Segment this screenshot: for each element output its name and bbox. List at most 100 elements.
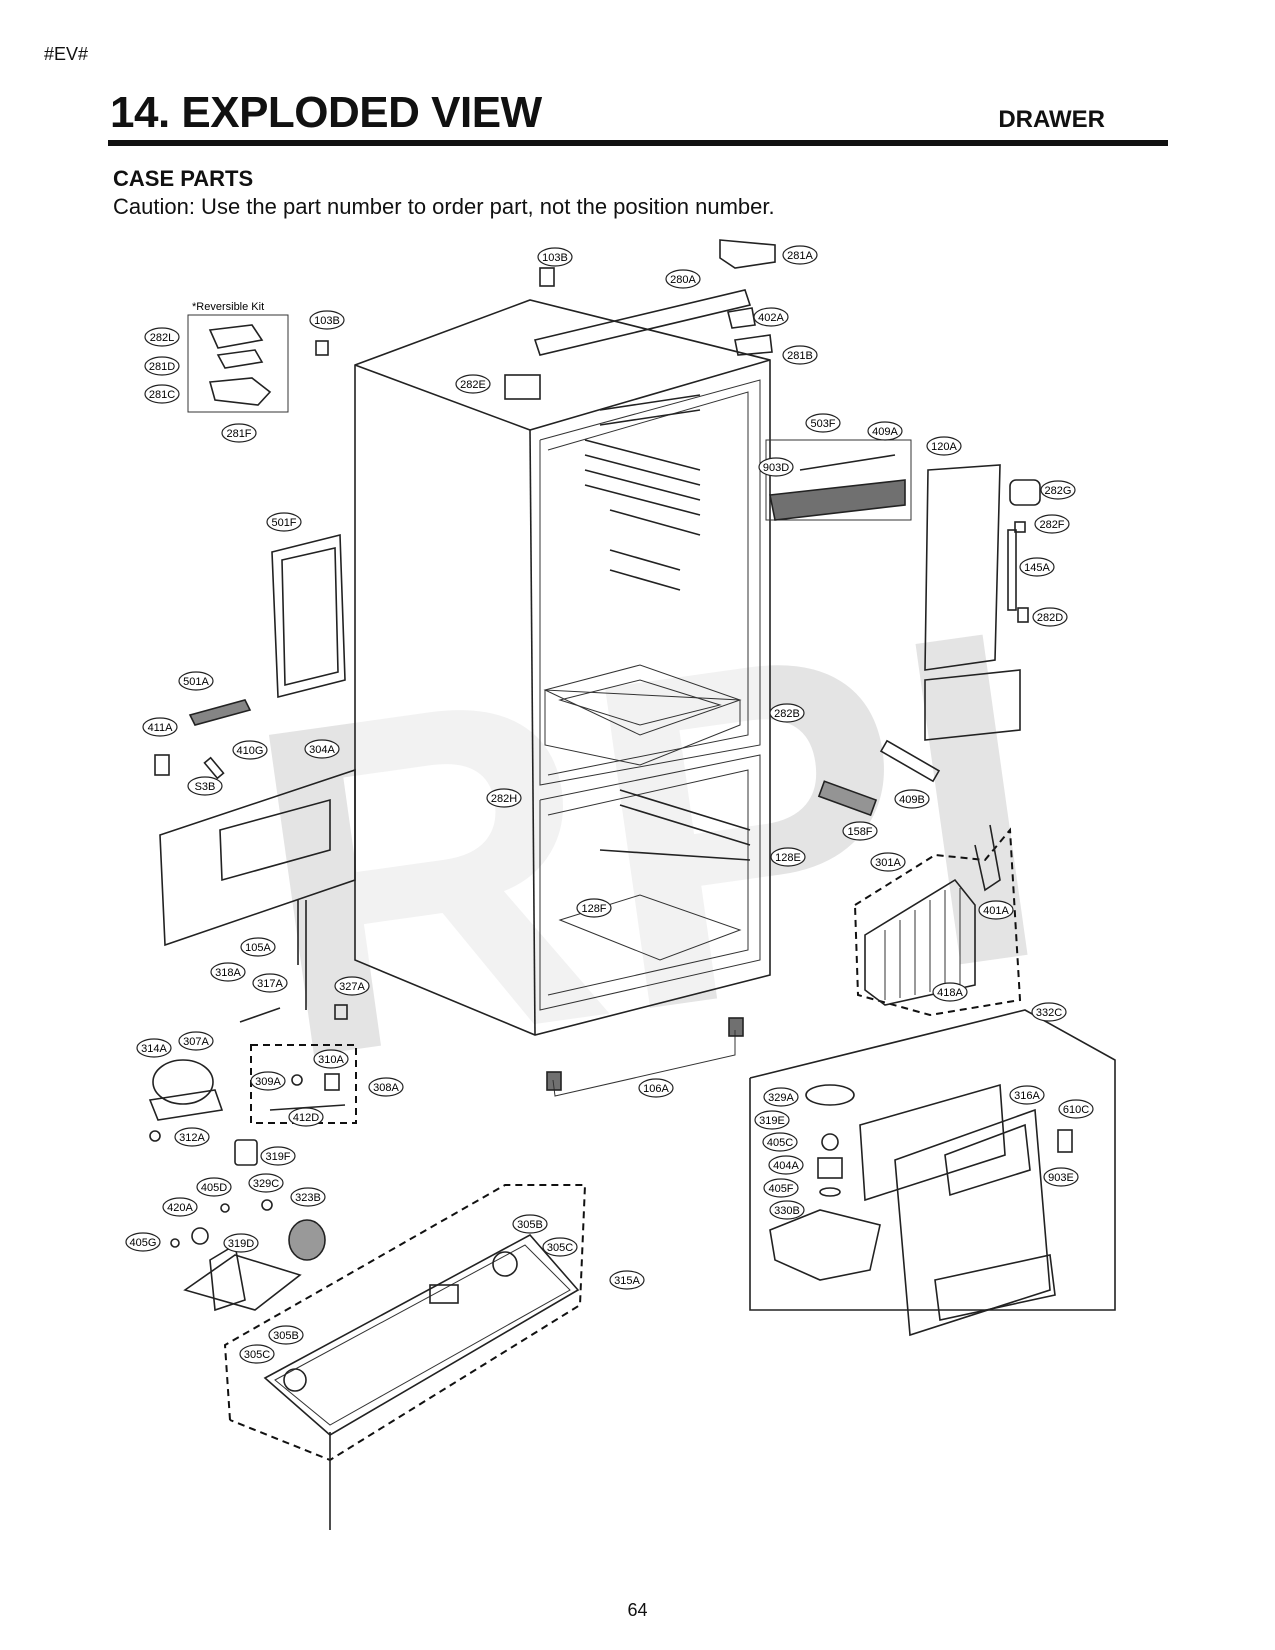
callout-label: 282H xyxy=(491,793,517,805)
callout-bubble xyxy=(178,671,214,691)
callout-bubble xyxy=(762,1132,798,1152)
part-callout: 145A xyxy=(1019,557,1055,577)
part-callout: 315A xyxy=(609,1270,645,1290)
part-callout: 409B xyxy=(894,789,930,809)
part-callout: 314A xyxy=(136,1038,172,1058)
part-callout: 410G xyxy=(232,740,268,760)
machine-cover xyxy=(223,1184,587,1530)
callout-bubble xyxy=(232,740,268,760)
part-callout: 304A xyxy=(304,739,340,759)
part-callout: 282F xyxy=(1034,514,1070,534)
part-callout: 316A xyxy=(1009,1085,1045,1105)
part-callout: 128F xyxy=(576,898,612,918)
callout-label: S3B xyxy=(195,781,216,793)
callout-bubble xyxy=(753,307,789,327)
callout-label: 405D xyxy=(201,1182,227,1194)
part-callout: 903E xyxy=(1043,1167,1079,1187)
part-callout: 307A xyxy=(178,1031,214,1051)
part-callout: 103B xyxy=(537,247,573,267)
callout-label: 282F xyxy=(1039,519,1064,531)
callout-bubble xyxy=(248,1173,284,1193)
callout-label: 282L xyxy=(150,332,174,344)
callout-label: 610C xyxy=(1063,1104,1089,1116)
callout-bubble xyxy=(1058,1099,1094,1119)
callout-bubble xyxy=(665,269,701,289)
callout-label: 409A xyxy=(872,426,898,438)
callout-bubble xyxy=(782,345,818,365)
part-callout: 281F xyxy=(221,423,257,443)
part-callout: 404A xyxy=(768,1155,804,1175)
callout-bubble xyxy=(239,1344,275,1364)
part-callout: 282E xyxy=(455,374,491,394)
callout-label: 903E xyxy=(1048,1172,1074,1184)
callout-bubble xyxy=(178,1031,214,1051)
part-callout: 903D xyxy=(758,457,794,477)
part-callout: 411A xyxy=(142,717,178,737)
callout-label: 309A xyxy=(255,1076,281,1088)
callout-label: 282B xyxy=(774,708,800,720)
callout-label: 418A xyxy=(937,987,963,999)
callout-label: 410G xyxy=(237,745,264,757)
callout-bubble xyxy=(252,973,288,993)
callout-bubble xyxy=(136,1038,172,1058)
callout-bubble xyxy=(144,384,180,404)
callout-bubble xyxy=(542,1237,578,1257)
callout-label: 281B xyxy=(787,350,813,362)
callout-label: 405F xyxy=(768,1183,793,1195)
callout-label: 402A xyxy=(758,312,784,324)
callout-bubble xyxy=(313,1049,349,1069)
top-parts xyxy=(315,239,776,400)
part-callout: 282D xyxy=(1032,607,1068,627)
callout-bubble xyxy=(210,962,246,982)
callout-bubble xyxy=(769,1200,805,1220)
part-callout: 401A xyxy=(978,900,1014,920)
callout-bubble xyxy=(144,356,180,376)
callout-bubble xyxy=(268,1325,304,1345)
part-callout: 330B xyxy=(769,1200,805,1220)
left-panels xyxy=(154,533,356,1023)
part-callout: 128E xyxy=(770,847,806,867)
callout-label: 103B xyxy=(542,252,568,264)
callout-bubble xyxy=(512,1214,548,1234)
callout-bubble xyxy=(187,776,223,796)
callout-label: 105A xyxy=(245,942,271,954)
part-callout: 312A xyxy=(174,1127,210,1147)
part-callout: 329C xyxy=(248,1173,284,1193)
callout-bubble xyxy=(576,898,612,918)
callout-bubble xyxy=(867,421,903,441)
part-callout: 405C xyxy=(762,1132,798,1152)
callout-bubble xyxy=(221,423,257,443)
callout-label: 106A xyxy=(643,1083,669,1095)
kit-label: *Reversible Kit xyxy=(192,301,264,313)
leveling-legs xyxy=(546,1017,744,1097)
callout-label: 301A xyxy=(875,857,901,869)
evaporator-parts xyxy=(765,439,1041,741)
callout-label: 409B xyxy=(899,794,925,806)
callout-label: 329C xyxy=(253,1178,279,1190)
callout-bubble xyxy=(223,1233,259,1253)
callout-bubble xyxy=(334,976,370,996)
callout-bubble xyxy=(309,310,345,330)
part-callout: 282G xyxy=(1040,480,1076,500)
part-callout: 332C xyxy=(1031,1002,1067,1022)
callout-bubble xyxy=(1034,514,1070,534)
reversible-kit: *Reversible Kit xyxy=(187,301,289,413)
callout-label: 282E xyxy=(460,379,486,391)
callout-bubble xyxy=(125,1232,161,1252)
callout-bubble xyxy=(763,1178,799,1198)
callout-label: 903D xyxy=(763,462,789,474)
callout-bubble xyxy=(805,413,841,433)
callout-label: 128F xyxy=(581,903,606,915)
callout-bubble xyxy=(455,374,491,394)
callout-label: 330B xyxy=(774,1205,800,1217)
part-callout: 305C xyxy=(542,1237,578,1257)
callout-label: 405G xyxy=(130,1237,157,1249)
part-callout: 282H xyxy=(486,788,522,808)
part-callout: 310A xyxy=(313,1049,349,1069)
dispenser-assembly xyxy=(749,1009,1116,1337)
callout-bubble xyxy=(486,788,522,808)
callout-label: 405C xyxy=(767,1137,793,1149)
part-callout: 412D xyxy=(288,1107,324,1127)
